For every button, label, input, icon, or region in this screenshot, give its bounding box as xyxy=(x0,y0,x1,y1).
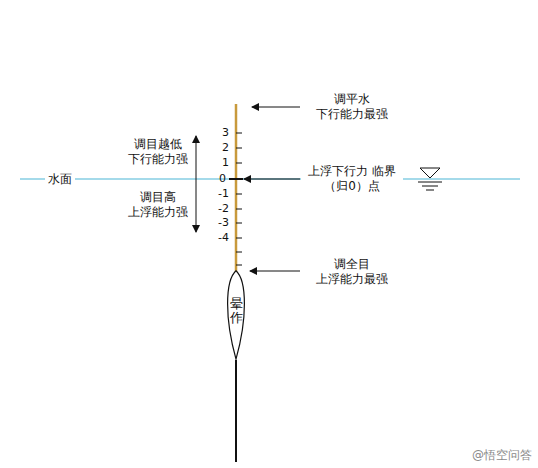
float-stem xyxy=(235,104,238,272)
scale-number: -3 xyxy=(218,217,229,229)
scale-ticks xyxy=(229,133,243,265)
float-text: 晕作 xyxy=(230,297,243,326)
annotation-label: 上浮下行力 临界（归0）点 xyxy=(301,163,403,195)
scale-number: -4 xyxy=(218,232,229,244)
annotation-label: 调目越低 下行能力强 xyxy=(122,137,194,167)
watermark: @悟空问答 xyxy=(472,448,532,463)
annotation-label: 调平水 下行能力最强 xyxy=(304,92,400,122)
scale-number: -1 xyxy=(218,188,229,200)
annotation-label: 调目高 上浮能力强 xyxy=(122,190,194,220)
annotation-label: 调全目 上浮能力最强 xyxy=(304,257,400,287)
scale-number: -2 xyxy=(218,203,229,215)
float-tail xyxy=(235,360,237,462)
scale-number: 2 xyxy=(222,142,229,154)
scale-number: 0 xyxy=(219,173,226,185)
scale-number: 1 xyxy=(222,157,229,169)
scale-number: 3 xyxy=(222,127,229,139)
float-body: 晕作 xyxy=(224,270,248,360)
water-symbol xyxy=(418,168,442,190)
leader-arrows xyxy=(196,107,300,271)
annotation-label: 水面 xyxy=(45,171,75,188)
water-line xyxy=(20,178,520,179)
